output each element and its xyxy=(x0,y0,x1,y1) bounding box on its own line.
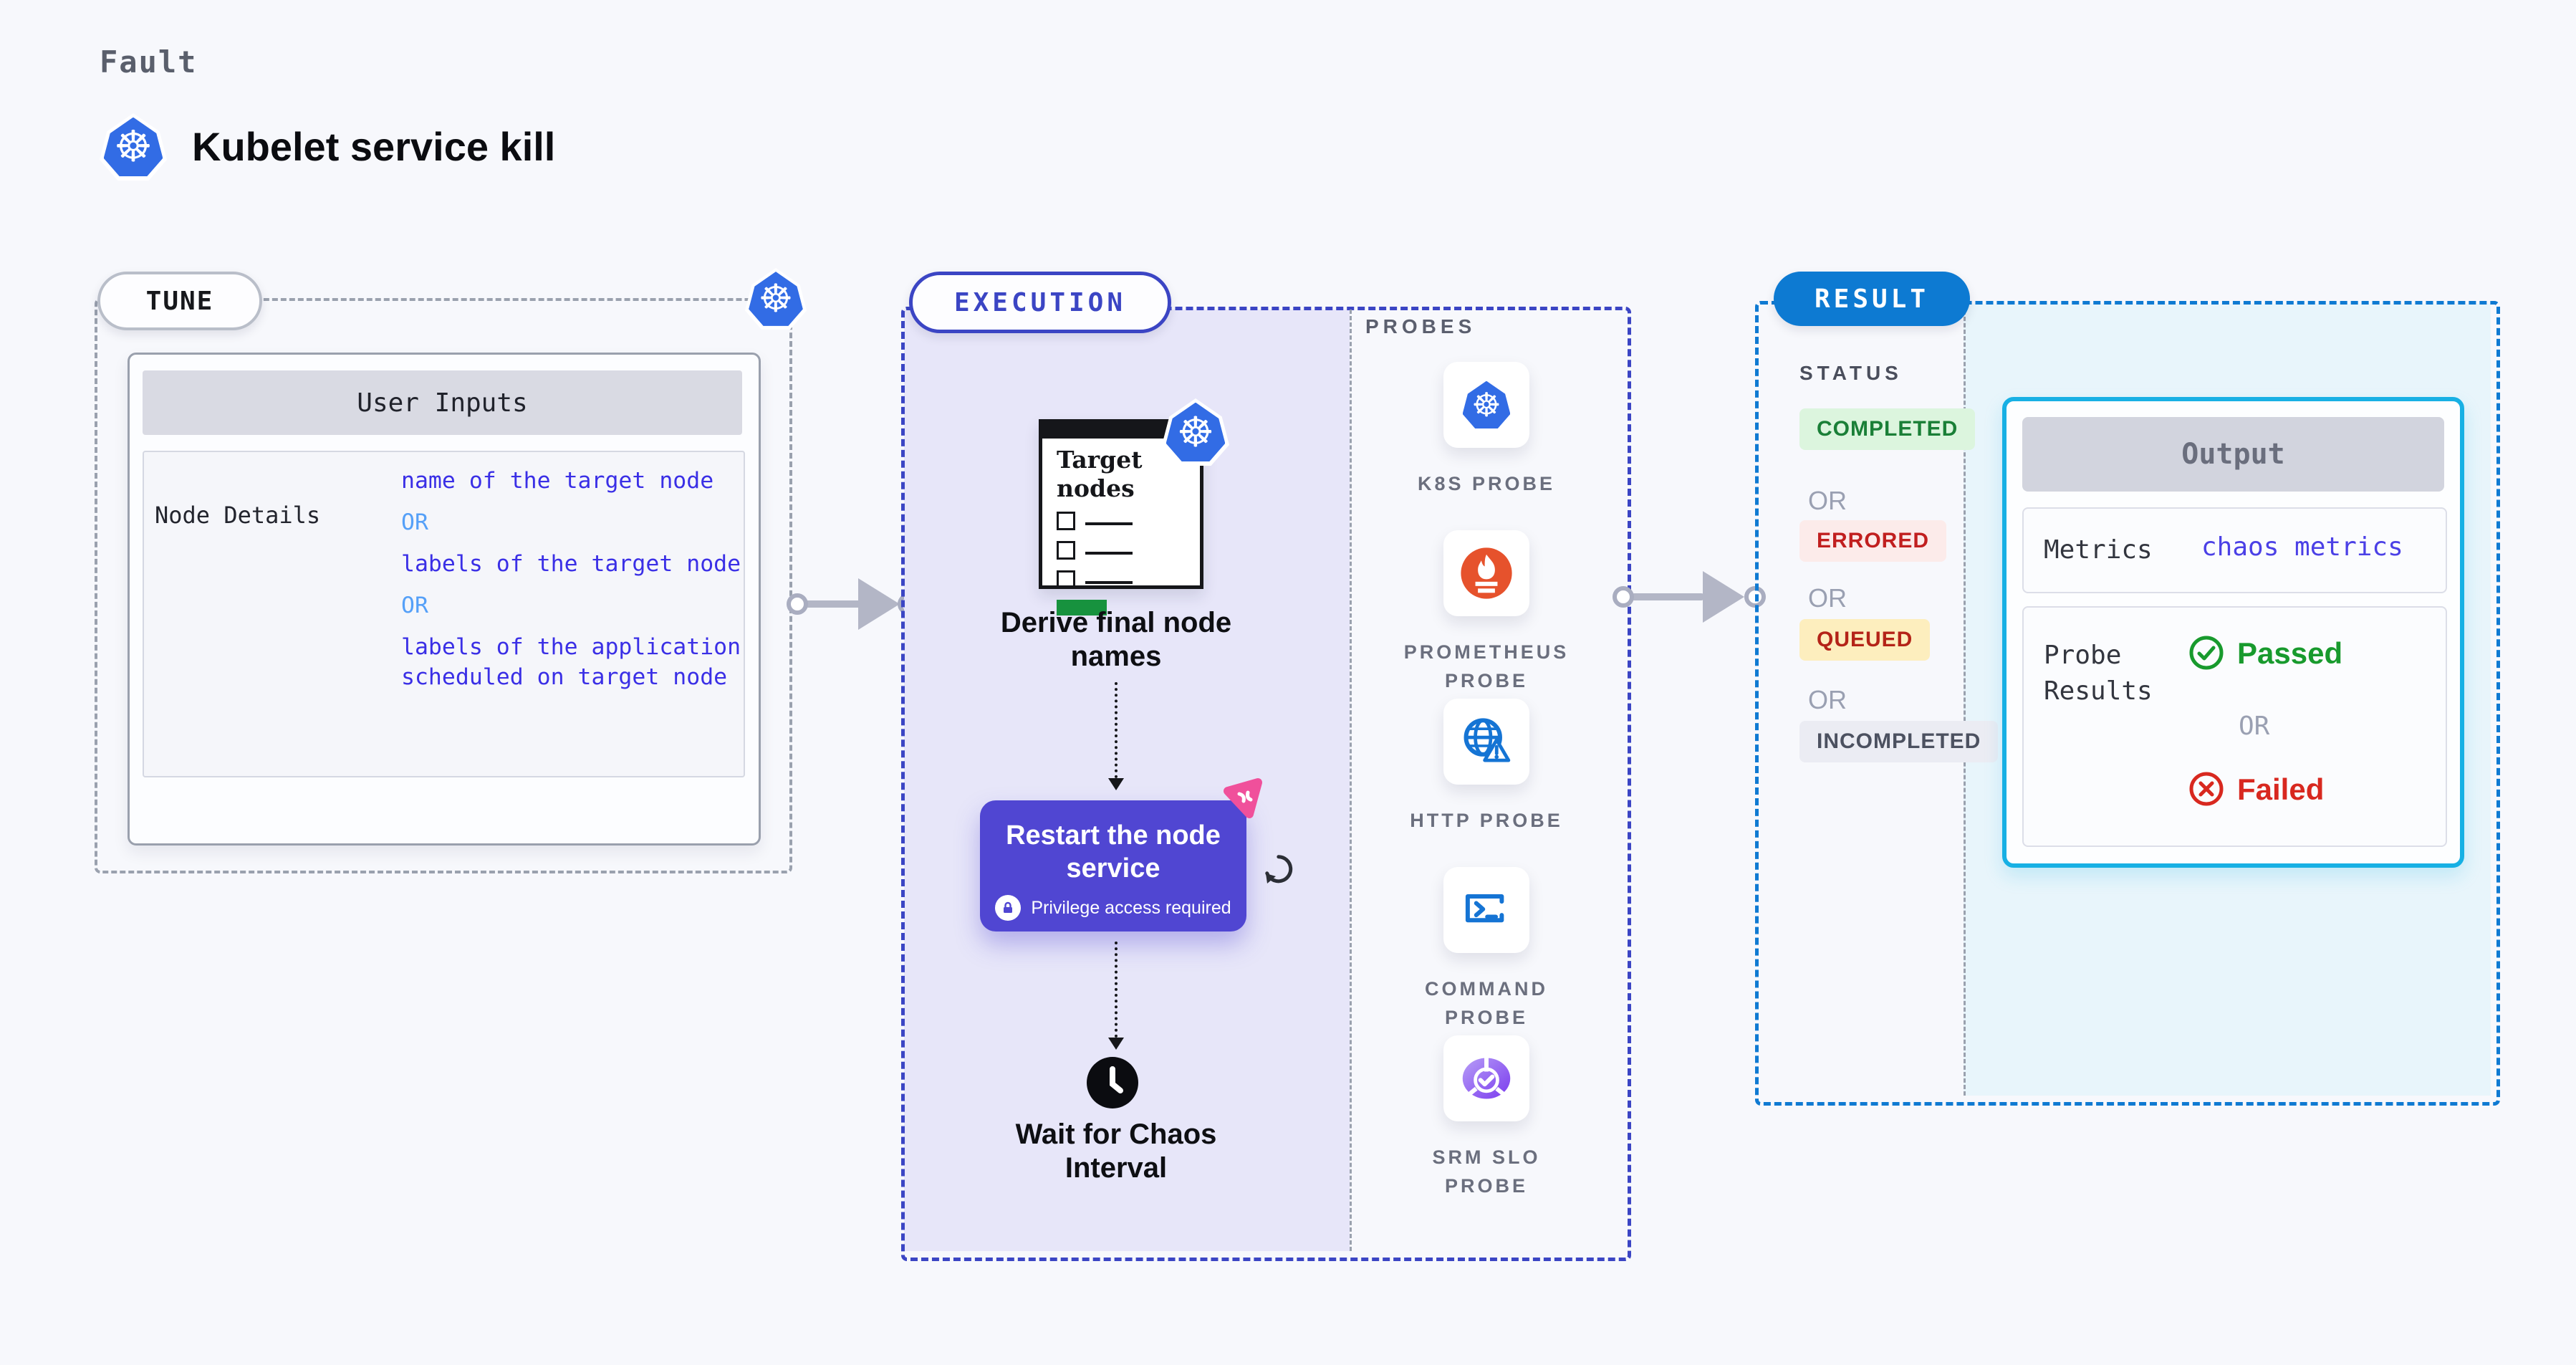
lock-icon xyxy=(995,895,1022,921)
chaos-fault-icon xyxy=(1218,775,1267,824)
prometheus-icon xyxy=(1461,547,1512,599)
value-node-labels: labels of the target node xyxy=(401,551,741,577)
execution-pill: EXECUTION xyxy=(909,272,1171,333)
output-panel: Output Metrics chaos metrics Probe Resul… xyxy=(2002,397,2464,868)
output-or: OR xyxy=(2239,712,2270,741)
execution-section xyxy=(901,307,1631,1261)
probe-results-row: Probe Results Passed OR Failed xyxy=(2022,606,2447,847)
status-column-label: STATUS xyxy=(1799,362,1903,384)
arrow-head xyxy=(858,578,900,630)
value-or: OR xyxy=(401,593,428,618)
probes-separator xyxy=(1350,310,1352,1251)
target-checklist xyxy=(1042,512,1200,593)
result-pill: RESULT xyxy=(1774,272,1970,326)
value-node-name: name of the target node xyxy=(401,468,714,494)
metrics-label: Metrics xyxy=(2044,535,2153,565)
probe-label: K8S PROBE xyxy=(1417,473,1556,494)
failed-x-icon xyxy=(2188,771,2224,810)
arrow-tune-to-execution xyxy=(804,600,864,608)
page-title: Kubelet service kill xyxy=(192,124,556,169)
connector-port xyxy=(1613,586,1634,608)
tune-pill-label: TUNE xyxy=(145,286,214,316)
arrow-head xyxy=(1703,571,1744,623)
user-inputs-header-label: User Inputs xyxy=(357,388,528,418)
probes-column-label: PROBES xyxy=(1365,315,1476,337)
tune-section xyxy=(95,298,792,873)
command-probe-card[interactable] xyxy=(1443,867,1529,953)
target-progress-bar xyxy=(1057,600,1107,616)
clock-icon xyxy=(1086,1056,1139,1109)
derive-step-label: Derive final node names xyxy=(1000,607,1232,672)
loop-icon xyxy=(1259,849,1299,889)
metrics-row: Metrics chaos metrics xyxy=(2022,507,2447,593)
target-card-titlebar xyxy=(1042,423,1200,439)
flow-connector-arrowhead xyxy=(1108,1038,1124,1050)
kubernetes-icon: ☸ xyxy=(1459,378,1514,432)
flow-connector xyxy=(1115,682,1118,778)
restart-node-service-card[interactable]: Restart the node service Privilege acces… xyxy=(980,800,1246,931)
status-badge-queued: QUEUED xyxy=(1799,619,1931,661)
output-header: Output xyxy=(2022,417,2444,492)
user-inputs-header: User Inputs xyxy=(143,370,742,435)
probe-label: SRM SLO PROBE xyxy=(1432,1146,1541,1197)
result-section xyxy=(1755,301,2500,1106)
status-badge-errored: ERRORED xyxy=(1799,520,1947,562)
flow-connector-arrowhead xyxy=(1108,778,1124,790)
flow-connector xyxy=(1115,942,1118,1038)
failed-label: Failed xyxy=(2237,772,2325,806)
passed-check-icon xyxy=(2188,635,2224,674)
terminal-icon xyxy=(1465,894,1504,923)
status-or: OR xyxy=(1808,583,1847,613)
srm-slo-probe-card[interactable] xyxy=(1443,1035,1529,1121)
passed-label: Passed xyxy=(2237,636,2343,670)
tune-pill: TUNE xyxy=(97,272,262,330)
kubernetes-icon: ☸ xyxy=(100,113,167,181)
probe-results-label: Probe Results xyxy=(2044,641,2153,706)
arrow-execution-to-result xyxy=(1630,593,1705,600)
http-probe-card[interactable] xyxy=(1443,699,1529,785)
target-card-title: Target nodes xyxy=(1057,446,1143,502)
probe-label: PROMETHEUS PROBE xyxy=(1403,641,1570,691)
wait-step-label: Wait for Chaos Interval xyxy=(1015,1119,1217,1184)
probe-label: COMMAND PROBE xyxy=(1425,978,1548,1028)
value-or: OR xyxy=(401,509,428,535)
http-globe-icon xyxy=(1464,718,1511,762)
output-title: Output xyxy=(2181,438,2285,471)
privilege-badge-label: Privilege access required xyxy=(1031,897,1231,918)
result-separator xyxy=(1964,304,1966,1096)
node-details-values: name of the target node OR labels of the… xyxy=(401,466,754,692)
status-badge-completed: COMPLETED xyxy=(1799,408,1976,450)
kubernetes-icon: ☸ xyxy=(745,268,807,330)
prometheus-probe-card[interactable] xyxy=(1443,530,1529,616)
result-pill-label: RESULT xyxy=(1814,284,1930,314)
node-details-label: Node Details xyxy=(155,502,321,529)
slo-pie-icon xyxy=(1462,1058,1511,1099)
metrics-value: chaos metrics xyxy=(2201,532,2403,562)
probe-label: HTTP PROBE xyxy=(1410,810,1563,831)
user-inputs-body xyxy=(143,451,745,777)
execution-pill-label: EXECUTION xyxy=(953,287,1127,317)
restart-card-title: Restart the node service xyxy=(1006,820,1221,883)
status-or: OR xyxy=(1808,486,1847,515)
status-or: OR xyxy=(1808,685,1847,714)
status-badge-incompleted: INCOMPLETED xyxy=(1799,721,1999,762)
value-app-labels: labels of the application scheduled on t… xyxy=(401,634,741,690)
target-nodes-card[interactable]: Target nodes xyxy=(1039,419,1203,616)
k8s-probe-card[interactable]: ☸ xyxy=(1443,362,1529,448)
fault-eyebrow: Fault xyxy=(100,44,198,80)
connector-port xyxy=(787,593,808,615)
